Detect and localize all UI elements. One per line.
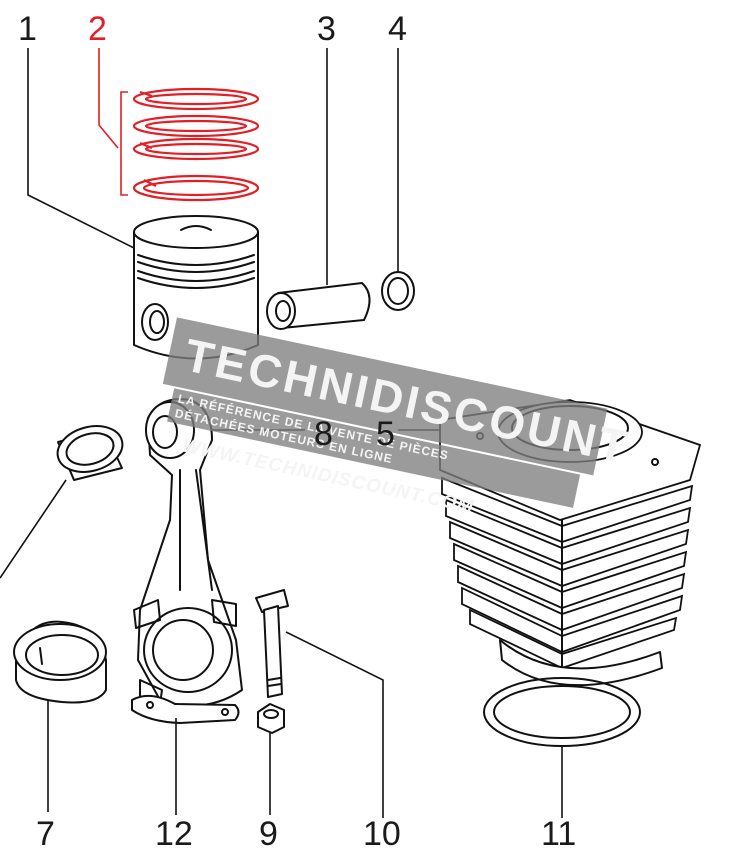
label-4: 4: [388, 10, 407, 48]
piston-rings[interactable]: [98, 48, 260, 202]
label-2[interactable]: 2: [88, 10, 107, 48]
base-gasket[interactable]: [483, 677, 641, 818]
label-12: 12: [155, 815, 193, 853]
piston[interactable]: [27, 48, 259, 360]
big-end-bearing[interactable]: [13, 620, 107, 812]
label-3: 3: [317, 10, 336, 48]
nut[interactable]: [257, 703, 285, 815]
lock-plate[interactable]: [131, 694, 240, 815]
circlip[interactable]: [381, 48, 415, 311]
label-7: 7: [36, 815, 55, 853]
small-end-bush[interactable]: [0, 419, 128, 579]
label-9: 9: [259, 815, 278, 853]
label-11: 11: [541, 815, 576, 853]
label-10: 10: [363, 815, 401, 853]
label-8: 8: [314, 415, 333, 453]
piston-pin[interactable]: [266, 48, 371, 330]
label-1: 1: [18, 10, 37, 48]
label-5: 5: [376, 415, 395, 453]
bolt[interactable]: [255, 589, 384, 818]
